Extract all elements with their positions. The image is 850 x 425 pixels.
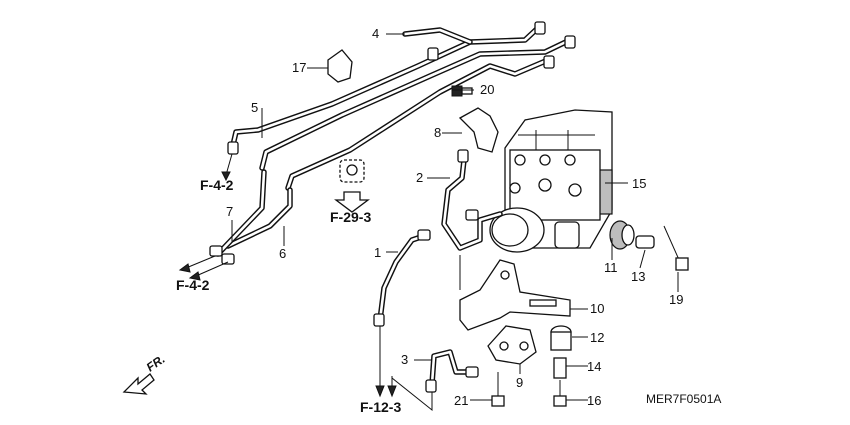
reference-f-4-2-upper: F-4-2 [200, 177, 234, 193]
callout-14: 14 [587, 359, 601, 374]
callout-15: 15 [632, 176, 646, 191]
abs-modulator-unit [489, 109, 613, 253]
callout-8: 8 [434, 125, 441, 140]
callout-20: 20 [480, 82, 494, 97]
reference-f-29-3: F-29-3 [330, 209, 371, 225]
callout-11: 11 [604, 260, 618, 275]
reference-f-12-3: F-12-3 [360, 399, 401, 415]
front-direction-arrow-icon [122, 373, 155, 395]
front-direction-label: FR. [144, 352, 168, 375]
callout-13: 13 [631, 269, 645, 284]
callout-7: 7 [226, 204, 233, 219]
callout-3: 3 [401, 352, 408, 367]
reference-f-4-2-lower: F-4-2 [176, 277, 210, 293]
diagram-code: MER7F0501A [646, 392, 721, 406]
brake-pipe-1-2 [373, 149, 503, 327]
callout-9: 9 [516, 375, 523, 390]
callout-1: 1 [374, 245, 381, 260]
callout-6: 6 [279, 246, 286, 261]
callout-5: 5 [251, 100, 258, 115]
callout-17: 17 [292, 60, 306, 75]
callout-21: 21 [454, 393, 468, 408]
callout-2: 2 [416, 170, 423, 185]
callout-4: 4 [372, 26, 379, 41]
callout-10: 10 [590, 301, 604, 316]
reference-arrows [178, 153, 433, 412]
modulator-bracket [459, 259, 571, 331]
leader-lines [231, 33, 679, 401]
callout-12: 12 [590, 330, 604, 345]
brake-pipe-bundle [209, 21, 576, 265]
small-parts [327, 49, 689, 407]
callout-16: 16 [587, 393, 601, 408]
callout-19: 19 [669, 292, 683, 307]
